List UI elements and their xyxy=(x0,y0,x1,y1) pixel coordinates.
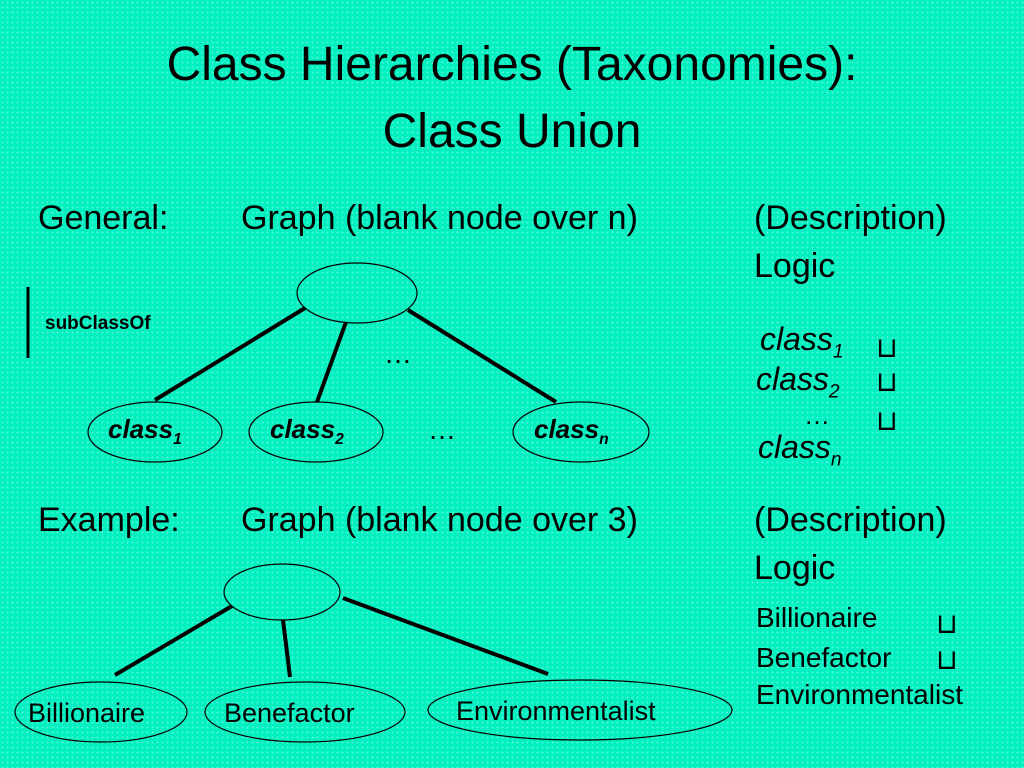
example-graph-heading: Graph (blank node over 3) xyxy=(241,501,638,539)
general-logic-line-1: class1 xyxy=(760,321,844,363)
general-node-class2: class2 xyxy=(270,414,344,449)
example-logic-heading-2: Logic xyxy=(754,549,836,587)
example-edge-benefactor xyxy=(281,619,292,678)
general-edge-class1 xyxy=(153,306,307,402)
title-line-1: Class Hierarchies (Taxonomies): xyxy=(166,38,858,91)
example-edge-environmentalist xyxy=(342,596,549,676)
general-edge-classn xyxy=(406,308,558,404)
general-union-symbol-1: ⊔ xyxy=(876,332,898,363)
example-union-symbol-2: ⊔ xyxy=(936,644,958,675)
example-node-environmentalist-shape xyxy=(427,679,733,741)
example-node-environmentalist: Environmentalist xyxy=(456,696,656,726)
example-edge-billionaire xyxy=(113,604,234,677)
example-node-billionaire: Billionaire xyxy=(28,698,146,728)
general-union-symbol-2: ⊔ xyxy=(876,366,898,397)
general-logic-ellipsis: … xyxy=(804,400,830,430)
example-union-symbol-1: ⊔ xyxy=(936,608,958,639)
example-blank-node xyxy=(223,563,341,621)
general-label: General: xyxy=(38,199,169,237)
general-node-class1: class1 xyxy=(108,414,182,449)
general-logic-line-4: classn xyxy=(758,429,842,471)
example-label: Example: xyxy=(38,501,180,539)
general-graph-heading: Graph (blank node over n) xyxy=(241,199,638,237)
general-node-classn: classn xyxy=(534,414,609,449)
example-logic-heading-1: (Description) xyxy=(754,501,947,539)
general-node-class2-shape xyxy=(248,401,384,463)
general-node-ellipsis: … xyxy=(428,414,456,445)
general-blank-node xyxy=(296,262,418,324)
subclassof-legend-label: subClassOf xyxy=(45,313,151,334)
general-node-classn-shape xyxy=(512,401,650,463)
example-node-benefactor-shape xyxy=(204,681,406,743)
example-node-benefactor: Benefactor xyxy=(224,698,355,728)
general-top-ellipsis: … xyxy=(384,338,412,369)
example-logic-line-3: Environmentalist xyxy=(756,679,963,710)
general-edge-class2 xyxy=(315,321,348,403)
title-line-2: Class Union xyxy=(382,105,642,158)
general-union-symbol-3: ⊔ xyxy=(876,405,898,436)
general-logic-line-2: class2 xyxy=(756,361,840,403)
example-node-billionaire-shape xyxy=(14,681,188,743)
general-logic-heading-2: Logic xyxy=(754,247,836,285)
example-logic-line-2: Benefactor xyxy=(756,642,892,673)
general-node-class1-shape xyxy=(87,401,223,463)
example-logic-line-1: Billionaire xyxy=(756,602,878,633)
general-logic-heading-1: (Description) xyxy=(754,199,947,237)
